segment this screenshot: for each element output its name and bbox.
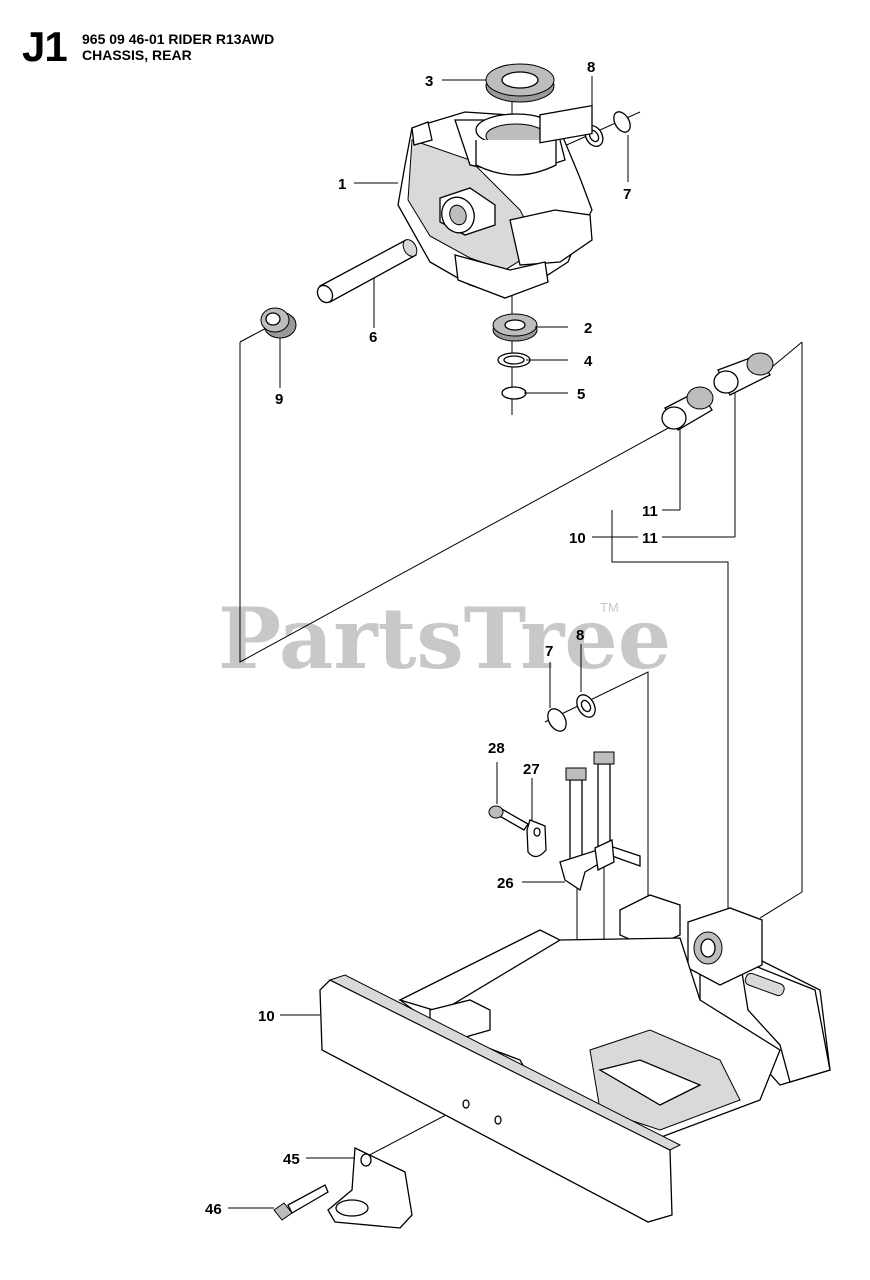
part-11-bushing-a[interactable] xyxy=(661,386,714,431)
section-title: CHASSIS, REAR xyxy=(82,47,192,63)
callout-10-a: 10 xyxy=(569,530,586,547)
callout-27: 27 xyxy=(523,761,540,778)
alignment-line-right xyxy=(759,342,803,919)
part-45-bracket[interactable] xyxy=(327,1147,413,1229)
callouts: 3 8 7 1 6 9 2 4 5 11 11 10 7 8 28 27 26 … xyxy=(205,59,658,1218)
part-46-bolt[interactable] xyxy=(273,1184,329,1221)
callout-45: 45 xyxy=(283,1151,300,1168)
part-1-pivot-housing[interactable] xyxy=(397,104,593,299)
alignment-line-left xyxy=(239,342,684,663)
part-26-bracket[interactable] xyxy=(559,839,641,892)
callout-1: 1 xyxy=(338,176,346,193)
part-28-screw[interactable] xyxy=(488,805,529,831)
callout-11-a: 11 xyxy=(642,503,658,520)
callout-8-lower: 8 xyxy=(576,627,584,644)
part-6-pin[interactable] xyxy=(314,237,419,305)
leader-10-frame xyxy=(611,510,729,918)
part-4-snap-ring[interactable] xyxy=(497,352,531,368)
callout-11-b: 11 xyxy=(642,530,658,547)
part-7-clip-upper[interactable] xyxy=(610,109,633,135)
watermark-tm: TM xyxy=(600,600,619,615)
callout-8-upper: 8 xyxy=(587,59,595,76)
callout-7-lower: 7 xyxy=(545,643,553,660)
watermark: PartsTree TM xyxy=(218,589,671,688)
page-code: J1 xyxy=(22,23,68,70)
callout-3: 3 xyxy=(425,73,433,90)
callout-9: 9 xyxy=(275,391,283,408)
callout-10-b: 10 xyxy=(258,1008,275,1025)
part-27-clamp[interactable] xyxy=(526,819,547,858)
part-11-bushing-b[interactable] xyxy=(713,352,774,396)
callout-6: 6 xyxy=(369,329,377,346)
callout-7-upper: 7 xyxy=(623,186,631,203)
part-10-chassis-frame[interactable] xyxy=(319,894,831,1223)
callout-2: 2 xyxy=(584,320,592,337)
callout-28: 28 xyxy=(488,740,505,757)
part-3-seal[interactable] xyxy=(485,63,555,103)
callout-26: 26 xyxy=(497,875,514,892)
watermark-text: PartsTree xyxy=(218,589,671,688)
part-2-bearing[interactable] xyxy=(492,313,538,342)
bolts[interactable] xyxy=(565,751,615,861)
callout-leaders xyxy=(228,76,638,1209)
model-title: 965 09 46-01 RIDER R13AWD xyxy=(82,31,275,47)
part-9-bushing[interactable] xyxy=(260,307,297,339)
callout-5: 5 xyxy=(577,386,585,403)
part-5-ring[interactable] xyxy=(501,386,527,400)
part-7-clip-lower[interactable] xyxy=(544,706,570,735)
callout-4: 4 xyxy=(584,353,593,370)
part-8-washer-lower[interactable] xyxy=(573,692,599,721)
callout-46: 46 xyxy=(205,1201,222,1218)
